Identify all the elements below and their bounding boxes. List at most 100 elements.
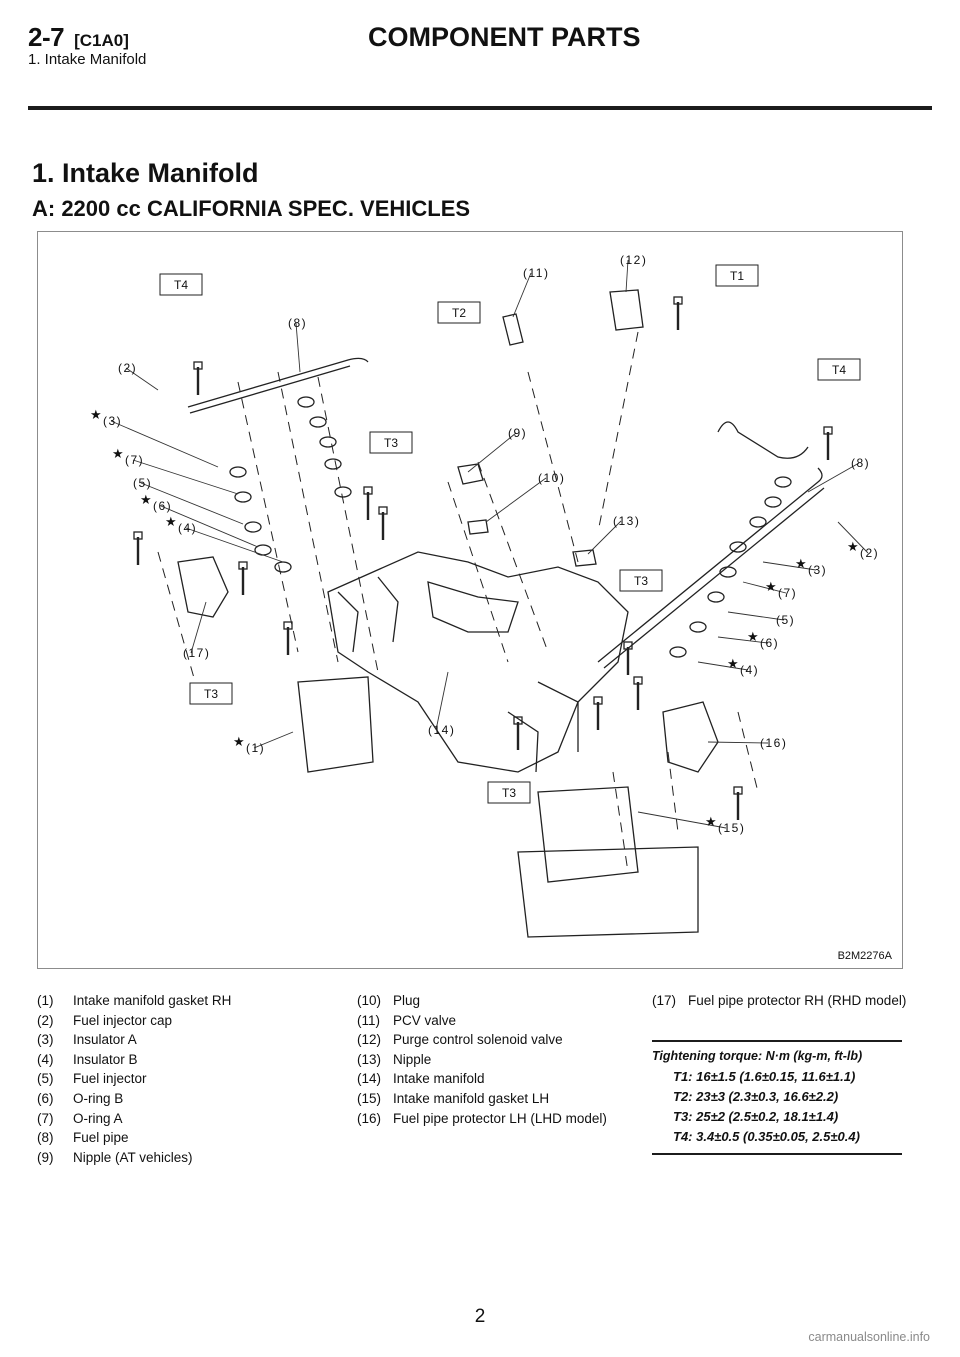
callout-3: (3)★	[90, 408, 121, 428]
leader-line	[295, 322, 301, 373]
legend-number: (10)	[357, 993, 382, 1008]
pcv-valve	[502, 313, 524, 346]
legend-item: (10)Plug	[357, 991, 627, 1011]
legend-text: Intake manifold gasket RH	[73, 993, 232, 1008]
fuel-pipe-lh-tube	[717, 421, 809, 459]
torque-tag-t3: T3	[487, 781, 531, 804]
torque-tag-t3: T3	[369, 431, 413, 454]
o-ring	[297, 396, 315, 408]
legend-number: (15)	[357, 1090, 382, 1106]
legend-text: Purge control solenoid valve	[393, 1032, 563, 1048]
callout-label: (6)	[760, 636, 779, 650]
callout-7: (7)★	[112, 447, 144, 467]
legend-item: (1)Intake manifold gasket RH	[37, 991, 317, 1011]
legend-item: (7)O-ring A	[37, 1109, 317, 1129]
o-ring	[764, 496, 782, 508]
leader-line	[253, 731, 294, 749]
callout-12: (12)	[620, 253, 647, 267]
torque-tag-t4: T4	[817, 358, 861, 381]
legend-text: Insulator B	[73, 1051, 138, 1067]
o-ring	[774, 476, 792, 488]
header-rule	[28, 106, 932, 110]
torque-tag-box	[715, 264, 759, 287]
legend-text: Nipple (AT vehicles)	[73, 1149, 193, 1165]
o-ring	[274, 561, 292, 573]
torque-t3: T3: 25±2 (2.5±0.2, 18.1±1.4)	[673, 1109, 839, 1124]
star-icon: ★	[765, 580, 777, 595]
callout-6: (6)★	[140, 493, 172, 513]
legend-item: (12) Purge control solenoid valve	[357, 1030, 627, 1050]
assembly-guide	[447, 481, 509, 663]
leader-line	[707, 741, 769, 744]
callout-label: (6)	[153, 499, 172, 513]
callout-14: (14)	[428, 723, 455, 737]
torque-tag-label: T4	[832, 363, 846, 377]
callout-3: (3)★	[795, 557, 827, 577]
legend-number: (11)	[357, 1012, 381, 1028]
torque-tag-t1: T1	[715, 264, 759, 287]
callout-label: (12)	[620, 253, 647, 267]
manifold-runner-rh	[337, 576, 399, 653]
callout-13: (13)	[613, 514, 639, 528]
legend-number: (5)	[37, 1071, 54, 1087]
assembly-guide	[667, 751, 679, 833]
legend-item: (6)O-ring B	[37, 1089, 317, 1109]
star-icon: ★	[112, 447, 124, 462]
leader-line	[727, 611, 785, 621]
callout-label: (4)	[740, 663, 759, 677]
page-subheading: A: 2200 cc CALIFORNIA SPEC. VEHICLES	[32, 196, 471, 221]
legend-number: (12)	[357, 1032, 382, 1048]
star-icon: ★	[847, 540, 859, 555]
torque-tag-label: T4	[174, 278, 188, 292]
callout-15: (15)★	[705, 815, 744, 835]
callout-label: (17)	[183, 646, 210, 660]
star-icon: ★	[233, 735, 245, 750]
star-icon: ★	[795, 557, 807, 572]
callout-label: (8)	[851, 456, 870, 470]
leader-line	[110, 420, 219, 468]
torque-tag-label: T2	[452, 306, 466, 320]
figure-id: B2M2276A	[837, 950, 892, 962]
torque-t1: T1: 16±1.5 (1.6±0.15, 11.6±1.1)	[673, 1069, 856, 1084]
legend-number: (14)	[357, 1071, 382, 1087]
callout-4: (4)★	[165, 515, 196, 535]
legend-text: Fuel pipe protector RH (RHD model)	[688, 993, 907, 1008]
chapter-title: COMPONENT PARTS	[368, 22, 641, 52]
callout-label: (5)	[133, 476, 152, 490]
leader-line	[132, 459, 239, 495]
callout-label: (7)	[125, 453, 144, 467]
callout-label: (7)	[778, 586, 797, 600]
legend-number: (7)	[37, 1110, 54, 1126]
header-subtitle: 1. Intake Manifold	[28, 51, 147, 68]
callout-5: (5)	[133, 476, 152, 490]
purge-solenoid	[609, 289, 644, 331]
legend-item: (14)Intake manifold	[357, 1069, 627, 1089]
callout-label: (3)	[808, 563, 827, 577]
torque-tag-t4: T4	[159, 273, 203, 296]
star-icon: ★	[747, 630, 759, 645]
gasket-rh	[297, 676, 374, 773]
callout-label: (8)	[288, 316, 307, 330]
bolt-head	[823, 426, 833, 435]
assembly-guide	[527, 371, 579, 563]
callout-label: (14)	[428, 723, 455, 737]
callout-8: (8)	[288, 316, 307, 330]
torque-tag-label: T3	[502, 786, 516, 800]
o-ring	[719, 566, 737, 578]
bolt-head	[513, 716, 523, 725]
gasket-lh	[537, 786, 639, 883]
legend-item: (15)Intake manifold gasket LH	[357, 1089, 627, 1109]
o-ring	[309, 416, 327, 428]
bolt-head	[633, 676, 643, 685]
engine-block	[517, 846, 699, 938]
callout-1: (1)★	[233, 735, 264, 755]
callout-label: (16)	[760, 736, 787, 750]
callout-4: (4)★	[727, 657, 759, 677]
fuel-pipe-rh-edge	[189, 365, 351, 414]
callout-16: (16)	[760, 736, 787, 750]
bolt-head	[283, 621, 293, 630]
callout-6: (6)★	[747, 630, 779, 650]
callout-label: (9)	[508, 426, 527, 440]
